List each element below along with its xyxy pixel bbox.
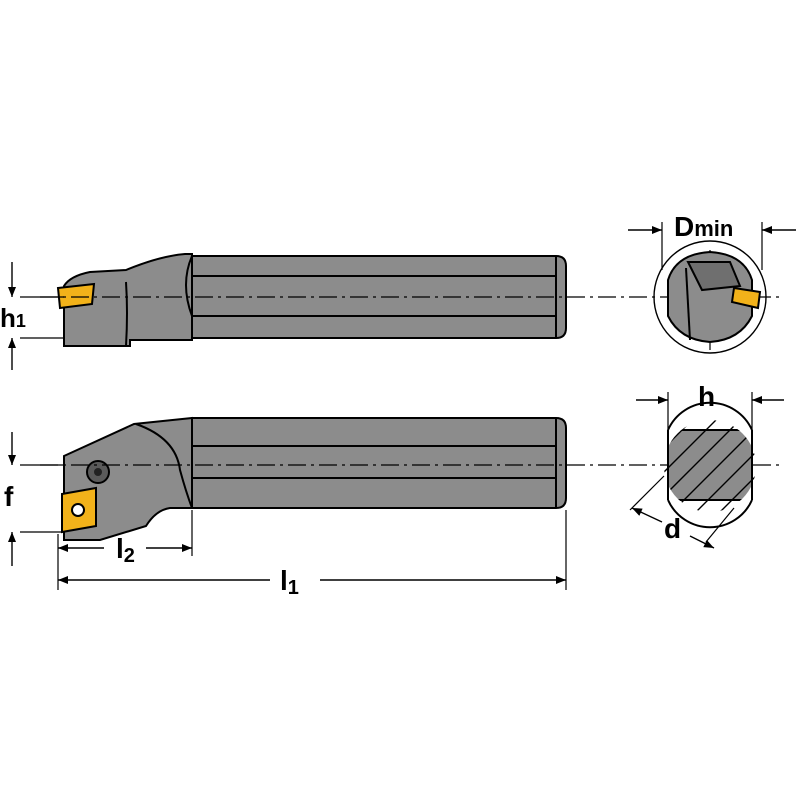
h-d-hatching [664,420,756,512]
front-view-insert-hole [71,503,85,517]
h1-label: h1 [0,303,26,333]
dimension-labels: h1 f l2 l1 Dmin h d [0,211,733,599]
h-d-end-view [664,401,756,529]
dmin-end-view [653,240,767,354]
dmin-circle [653,240,767,354]
l1-label: l1 [280,565,299,599]
d-label: d [664,513,681,544]
top-view-head [63,253,193,347]
d-ext-right [705,507,735,543]
d-arrow-right [689,535,715,549]
dmin-flat-edge [685,267,691,341]
h-d-bar-section [667,429,753,501]
d-ext-left [629,475,665,511]
dmin-insert [730,286,762,310]
dmin-clamp-face [686,261,742,292]
front-view-boring-bar [61,416,567,541]
d-arrow-left [631,507,663,523]
h-arc-top [667,401,753,431]
top-view-boring-bar [56,253,567,347]
h-arc-bottom [667,499,753,529]
dmin-label: Dmin [674,211,733,242]
dimensions [7,222,796,590]
front-view-neck-curve [135,423,193,509]
top-view-clamp-edge [125,281,128,347]
front-view-shank [191,417,567,509]
l2-label: l2 [116,533,135,567]
top-view-insert [56,282,96,310]
h-label: h [698,381,715,412]
top-view-neck-curve [185,255,193,317]
front-view-screw-socket [94,468,102,476]
f-label: f [4,481,14,512]
